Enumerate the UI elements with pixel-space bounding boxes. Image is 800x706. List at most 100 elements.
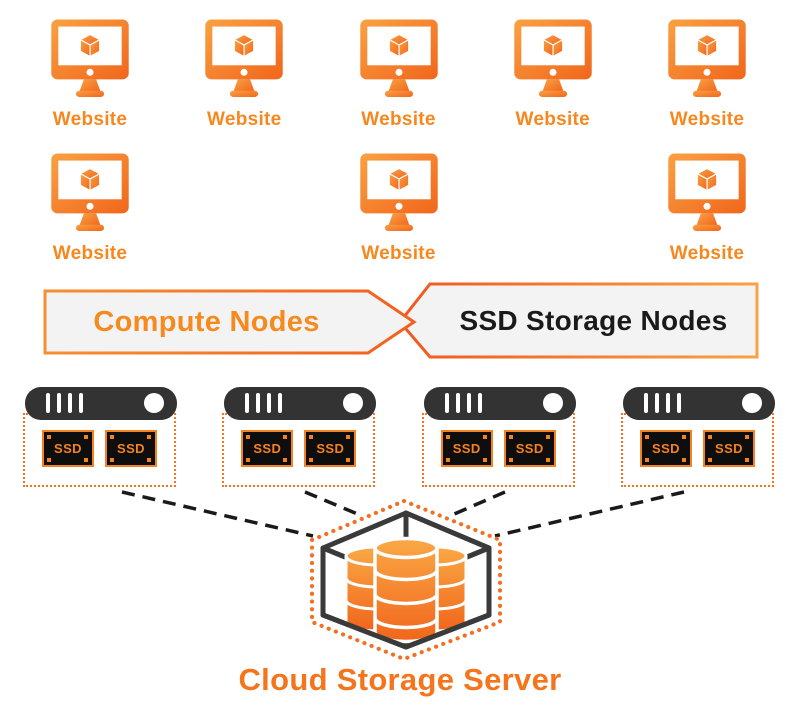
website-node: Website — [15, 16, 165, 131]
server-icon — [423, 387, 576, 420]
monitor-stand — [387, 213, 410, 226]
server-icon — [25, 387, 177, 420]
cube-wireframe-icon — [320, 510, 492, 650]
connector-line-1 — [121, 490, 314, 538]
ssd-chip-label: SSD — [515, 441, 544, 456]
monitor-icon — [514, 19, 592, 97]
cube-icon — [79, 33, 101, 58]
website-node: Website — [324, 150, 474, 265]
server-led-bars — [643, 393, 681, 413]
cube-icon — [79, 167, 101, 192]
ssd-chip-label: SSD — [54, 441, 82, 456]
monitor-stand — [79, 213, 101, 226]
monitor-camera-dot — [703, 202, 711, 210]
server-power-circle — [343, 393, 364, 413]
monitor-stand — [79, 79, 101, 92]
monitor-stand — [233, 79, 255, 92]
monitor-camera-dot — [703, 68, 711, 76]
website-label: Website — [52, 243, 128, 264]
website-node: Website — [324, 16, 474, 131]
dotted-hexagon — [309, 498, 503, 662]
cube-front-edges — [320, 612, 492, 650]
server-led-bars — [245, 393, 283, 413]
ssd-chip-row: SSD SSD — [422, 430, 575, 467]
ssd-chip: SSD — [42, 430, 94, 467]
connector-line-2 — [304, 490, 361, 517]
ssd-chip: SSD — [440, 430, 493, 467]
website-node: Website — [632, 16, 782, 131]
website-label: Website — [669, 109, 745, 130]
cube-icon — [388, 33, 409, 58]
ssd-chip-label: SSD — [253, 441, 282, 456]
compute-banner-arrow — [43, 289, 417, 355]
ssd-chip: SSD — [304, 430, 357, 467]
monitor-icon — [51, 153, 129, 231]
ssd-chip: SSD — [105, 430, 157, 467]
monitor-icon — [668, 153, 746, 231]
ssd-chip-label: SSD — [452, 441, 481, 456]
cube-icon — [542, 33, 564, 58]
monitor-base — [75, 90, 105, 97]
server-led-bars — [46, 393, 83, 413]
monitor-icon — [359, 19, 438, 97]
ssd-chip-label: SSD — [117, 441, 145, 456]
connector-lines — [121, 490, 685, 538]
monitor-base — [538, 90, 567, 97]
monitor-stand — [696, 79, 718, 92]
storage-node-group: SSD SSD — [222, 387, 377, 487]
cloud-storage-server-label: Cloud Storage Server — [238, 662, 562, 697]
server-power-circle — [542, 393, 563, 413]
ssd-chip: SSD — [639, 430, 692, 467]
database-center-stack — [373, 536, 439, 644]
server-power-circle — [741, 393, 762, 413]
website-node: Website — [169, 16, 319, 131]
monitor-camera-dot — [549, 68, 557, 76]
ssd-chip-row: SSD SSD — [222, 430, 375, 467]
monitor-stand — [696, 213, 718, 226]
cube-icon — [696, 33, 718, 58]
monitor-icon — [205, 19, 283, 97]
website-node: Website — [632, 150, 782, 265]
monitor-icon — [51, 19, 129, 97]
cube-icon — [696, 167, 718, 192]
monitor-icon — [359, 153, 438, 231]
ssd-chip-row: SSD SSD — [23, 430, 176, 467]
monitor-base — [692, 90, 722, 97]
server-icon — [224, 387, 377, 420]
connector-line-4 — [494, 490, 685, 538]
website-node: Website — [478, 16, 628, 131]
monitor-stand — [387, 79, 410, 92]
monitor-base — [230, 90, 259, 97]
monitor-icon — [668, 19, 746, 97]
website-node: Website — [15, 150, 165, 265]
server-led-bars — [444, 393, 482, 413]
database-icon — [344, 536, 468, 644]
cube-icon — [388, 167, 409, 192]
connector-line-3 — [451, 490, 506, 517]
monitor-base — [384, 90, 413, 97]
website-label: Website — [52, 109, 128, 130]
website-label: Website — [361, 109, 436, 130]
monitor-base — [692, 224, 722, 231]
website-label: Website — [361, 243, 436, 264]
banner-shapes — [43, 282, 759, 359]
ssd-storage-nodes-label: SSD Storage Nodes — [459, 304, 728, 336]
monitor-camera-dot — [394, 202, 403, 210]
ssd-chip-row: SSD SSD — [621, 430, 774, 467]
monitor-camera-dot — [86, 68, 94, 76]
storage-node-groups: SSD SSD SSD SSD — [0, 387, 800, 487]
cube-icon — [233, 33, 255, 58]
storage-node-group: SSD SSD — [620, 387, 776, 487]
ssd-chip-label: SSD — [715, 441, 743, 456]
ssd-chip: SSD — [503, 430, 556, 467]
ssd-chip-label: SSD — [652, 441, 680, 456]
website-label: Website — [206, 109, 282, 130]
ssd-chip: SSD — [241, 430, 294, 467]
server-power-circle — [144, 393, 164, 413]
websites-grid: Website Website — [0, 16, 800, 265]
storage-node-group: SSD SSD — [421, 387, 577, 487]
monitor-stand — [542, 79, 564, 92]
ssd-chip-label: SSD — [316, 441, 345, 456]
monitor-camera-dot — [240, 68, 248, 76]
compute-nodes-label: Compute Nodes — [93, 305, 320, 338]
